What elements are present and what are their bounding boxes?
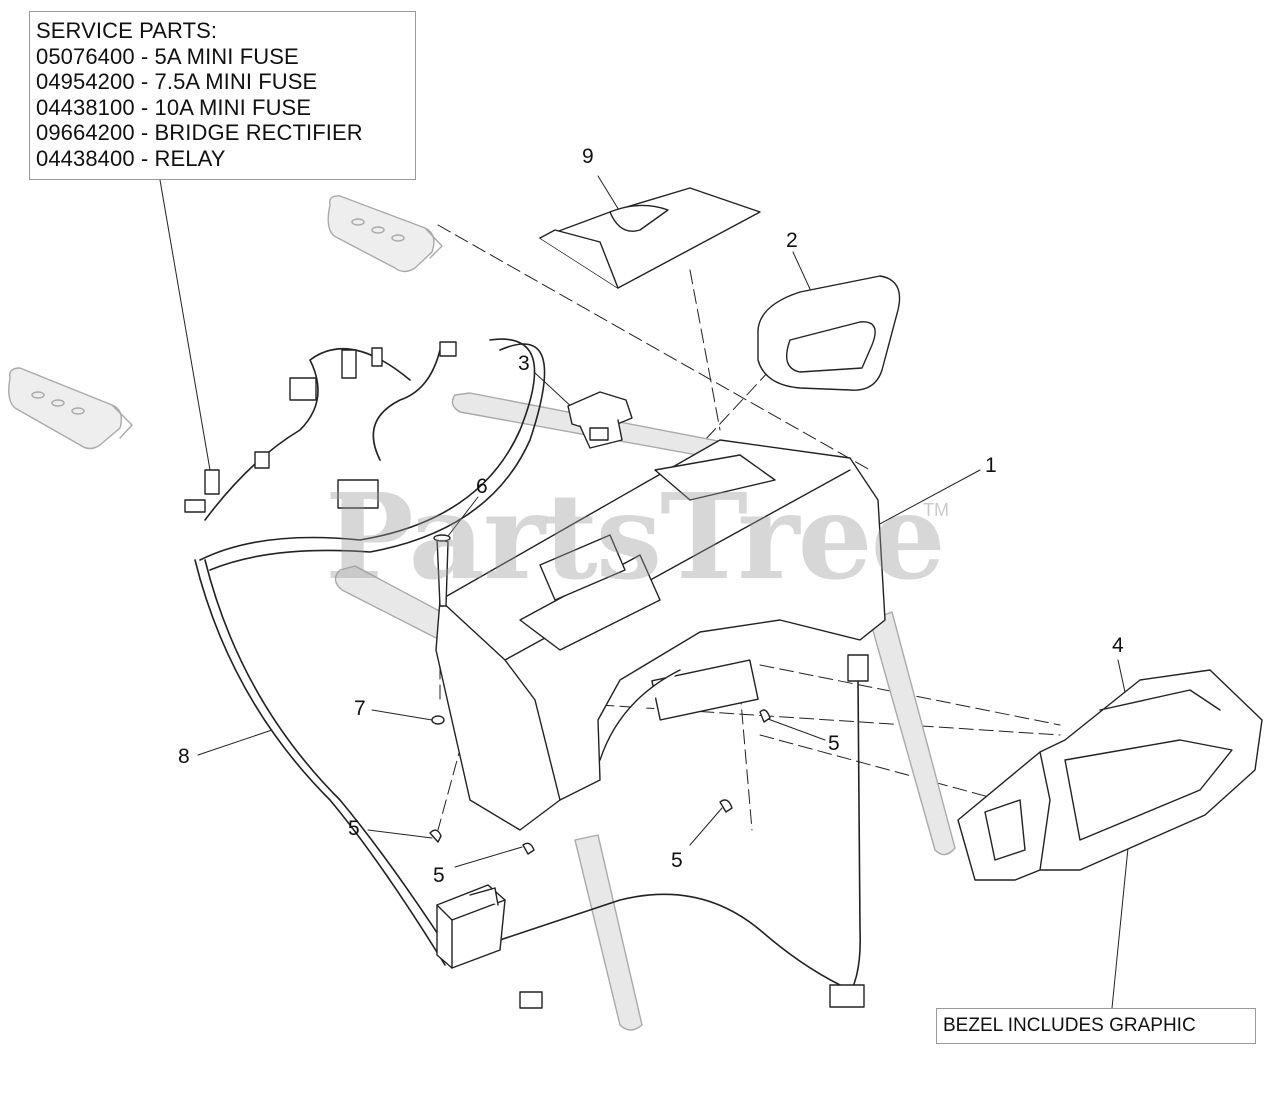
- bezel-note-box: BEZEL INCLUDES GRAPHIC: [936, 1008, 1256, 1044]
- callout-label: 5: [433, 864, 445, 887]
- top-cover: [539, 187, 761, 289]
- switch: [567, 391, 633, 449]
- bezel: [957, 669, 1263, 881]
- display-housing: [757, 275, 901, 391]
- service-part-item: 05076400 - 5A MINI FUSE: [36, 43, 299, 69]
- callout-label: 5: [348, 817, 360, 840]
- leader-8: [197, 729, 273, 756]
- connectors: [184, 341, 869, 1009]
- callout-label: 2: [786, 229, 798, 252]
- callout-label: 4: [1112, 634, 1124, 657]
- service-parts-box: SERVICE PARTS: 05076400 - 5A MINI FUSE 0…: [29, 11, 416, 180]
- leader-3: [533, 371, 576, 411]
- trademark-mark: TM: [923, 500, 949, 520]
- leader-7: [371, 709, 433, 721]
- leader-5b: [454, 846, 523, 868]
- callout-label: 8: [178, 745, 190, 768]
- fasteners: [429, 534, 771, 855]
- leader-5c: [689, 807, 723, 846]
- leader-service-parts: [159, 179, 211, 471]
- leader-bezel-note: [1111, 827, 1131, 1009]
- grip-left: [8, 367, 133, 450]
- service-parts-title: SERVICE PARTS:: [36, 18, 218, 43]
- main-console: [435, 439, 886, 831]
- callout-label: 5: [828, 732, 840, 755]
- relay: [436, 884, 506, 969]
- callout-label: 9: [582, 145, 594, 168]
- service-part-item: 04954200 - 7.5A MINI FUSE: [36, 69, 318, 94]
- service-part-item: 04438100 - 10A MINI FUSE: [36, 94, 312, 120]
- callout-label: 5: [671, 849, 683, 872]
- callout-label: 1: [985, 454, 997, 477]
- callout-label: 6: [476, 475, 488, 498]
- callout-label: 7: [354, 697, 366, 720]
- leader-5a: [367, 829, 433, 839]
- service-part-item: 04438400 - RELAY: [36, 145, 226, 171]
- grip-right: [327, 195, 443, 273]
- service-part-item: 09664200 - BRIDGE RECTIFIER: [36, 120, 363, 145]
- watermark: PartsTree: [325, 467, 946, 606]
- callout-label: 3: [518, 352, 530, 375]
- leader-5d: [767, 718, 826, 741]
